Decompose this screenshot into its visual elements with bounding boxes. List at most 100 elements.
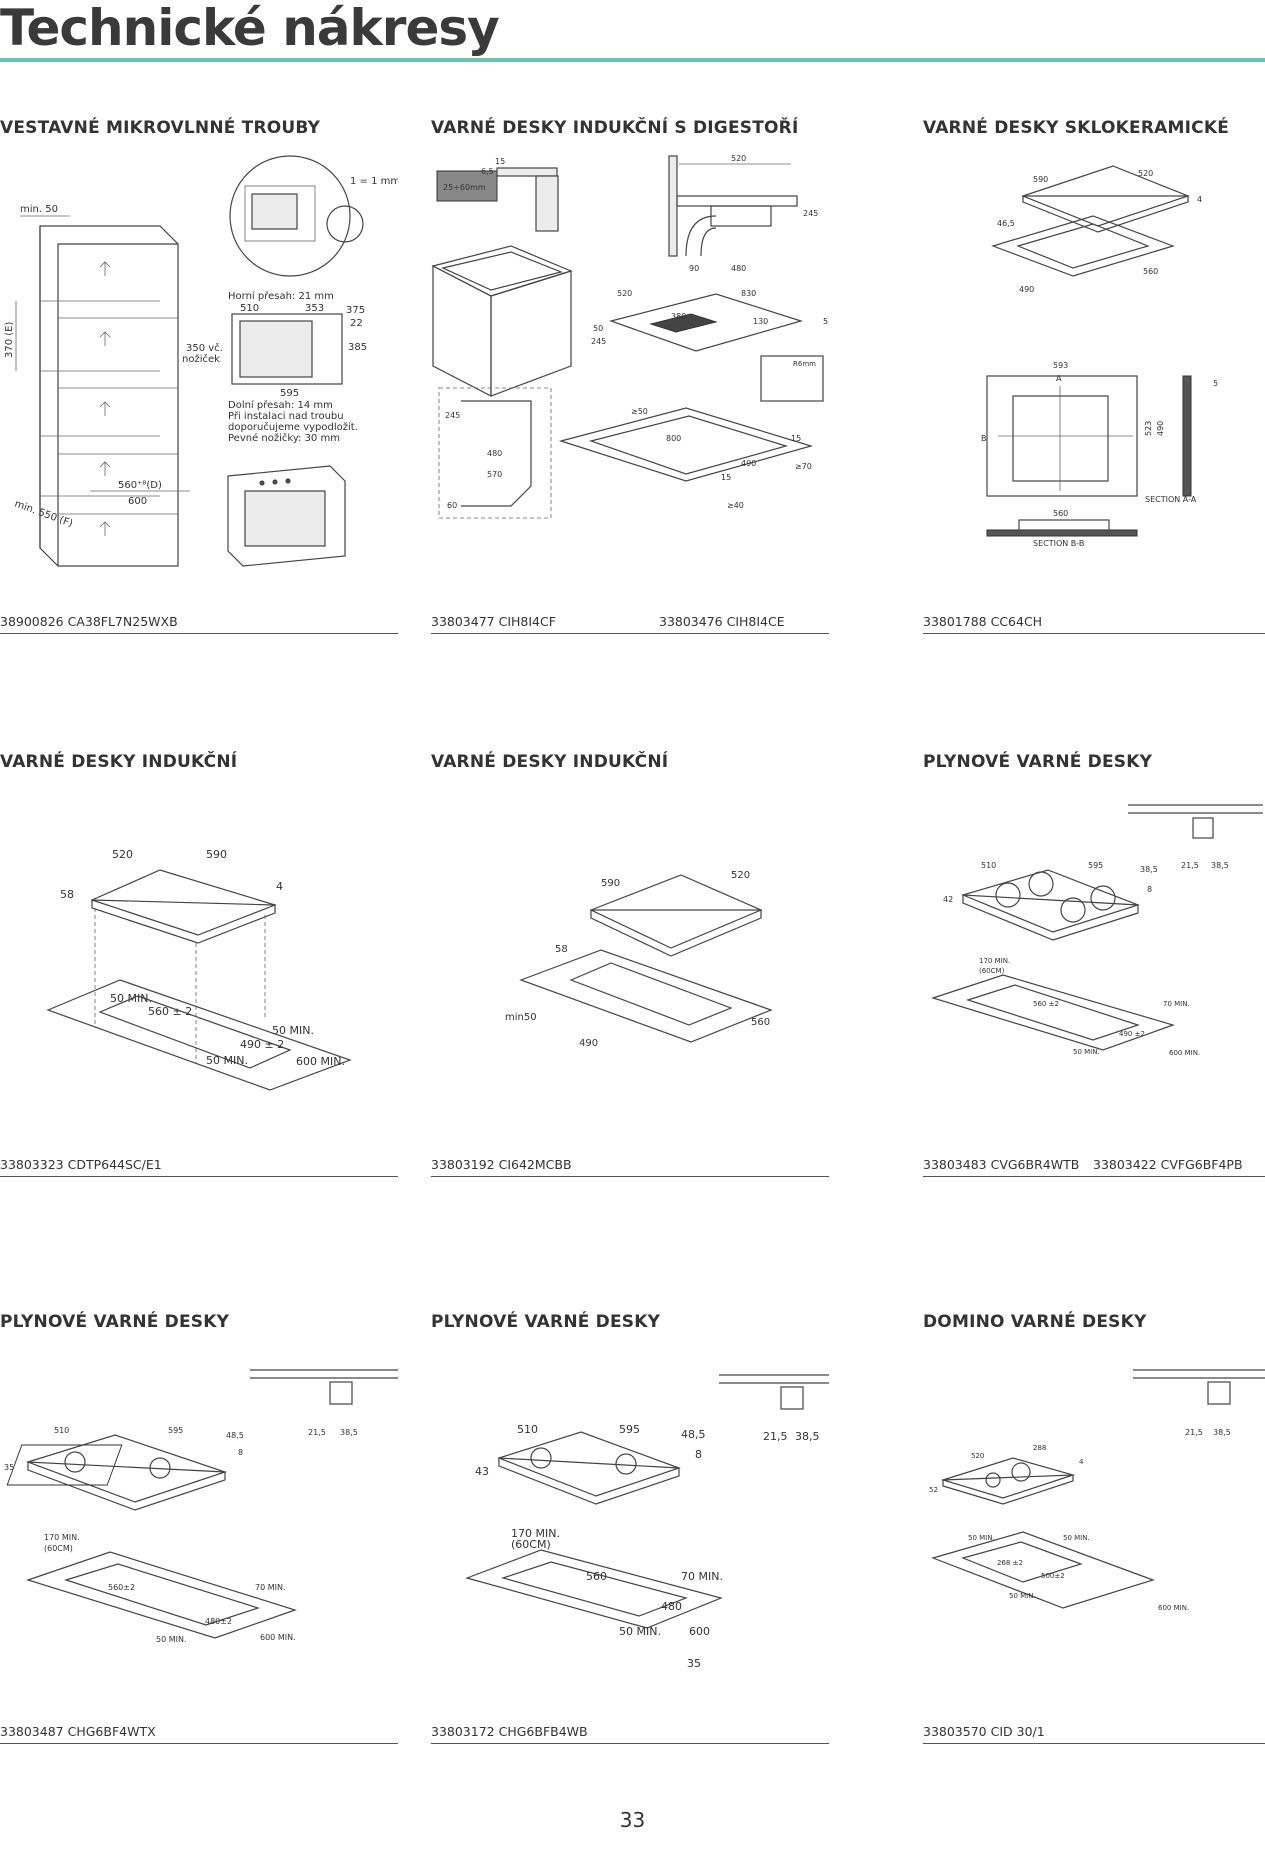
- label: 15: [495, 157, 505, 166]
- product-code: 33803570 CID 30/1: [923, 1724, 1045, 1739]
- product-code: 33803487 CHG6BF4WTX: [0, 1724, 156, 1739]
- microwave-technical-drawing: min. 50 370 (E) 560⁺⁸(D) 600 min. 550 (F…: [4, 155, 398, 567]
- label: 490 ±2: [1119, 1030, 1145, 1038]
- label: 50 MIN.: [206, 1054, 248, 1067]
- label: 21,5: [1181, 861, 1199, 870]
- label: 370 (E): [4, 322, 15, 358]
- label: 50 MIN.: [968, 1534, 995, 1542]
- product-code: 33803192 CI642MCBB: [431, 1157, 572, 1172]
- label: 50 MIN.: [156, 1635, 187, 1644]
- label: 600 MIN.: [260, 1633, 296, 1642]
- label: 70 MIN.: [255, 1583, 286, 1592]
- label: (60CM): [44, 1544, 73, 1553]
- label: 600: [128, 496, 147, 507]
- label: 35: [4, 1463, 14, 1472]
- label: min50: [505, 1012, 537, 1023]
- label: 523: [1144, 421, 1153, 436]
- label: 560: [1053, 509, 1068, 518]
- label: 490: [741, 459, 756, 468]
- label: 268 ±2: [997, 1559, 1023, 1567]
- label: 520: [617, 289, 632, 298]
- label: ≥40: [727, 501, 744, 510]
- label: 595: [280, 388, 299, 399]
- label: 42: [943, 895, 953, 904]
- label: 350 vč.: [186, 342, 223, 354]
- section-heading: PLYNOVÉ VARNÉ DESKY: [923, 752, 1153, 772]
- label: 480: [661, 1600, 682, 1613]
- section-heading: PLYNOVÉ VARNÉ DESKY: [0, 1312, 230, 1332]
- label: 58: [60, 888, 74, 901]
- label: 8: [1147, 885, 1152, 894]
- label: 600 MIN.: [296, 1055, 345, 1068]
- label: 48,5: [226, 1431, 244, 1440]
- label: 8: [238, 1448, 243, 1457]
- label: 510: [240, 303, 259, 314]
- label: 8: [695, 1448, 702, 1461]
- label: 130: [753, 317, 768, 326]
- label: 490 ± 2: [240, 1038, 284, 1051]
- label: (60CM): [511, 1538, 551, 1551]
- label: 510: [54, 1426, 69, 1435]
- label: 245: [591, 337, 606, 346]
- label: 21,5: [763, 1430, 788, 1443]
- label: 490: [1019, 285, 1034, 294]
- label: 21,5: [308, 1428, 326, 1437]
- page-number: 33: [619, 1808, 646, 1832]
- label: 21,5: [1185, 1428, 1203, 1437]
- label: 50: [593, 324, 603, 333]
- label: 600 MIN.: [1158, 1604, 1189, 1612]
- label: 590: [1033, 175, 1048, 184]
- label: 560: [586, 1570, 607, 1583]
- label: 4: [1197, 195, 1202, 204]
- label: 288: [1033, 1444, 1046, 1452]
- label: SECTION B-B: [1033, 539, 1084, 548]
- label: 385: [348, 342, 367, 353]
- label: Pevné nožičky: 30 mm: [228, 432, 340, 444]
- induction-hob-technical-drawing: 520 590 58 4 50 MIN. 560 ± 2 50 MIN. 490…: [46, 848, 352, 1091]
- label: 4: [1079, 1458, 1084, 1466]
- label: 520: [971, 1452, 984, 1460]
- section-glass-ceramic-hobs: VARNÉ DESKY SKLOKERAMICKÉ 590 520 4 46,5…: [923, 118, 1265, 658]
- product-code: 33801788 CC64CH: [923, 614, 1043, 629]
- label: 38,5: [340, 1428, 358, 1437]
- label: min. 50: [20, 204, 58, 215]
- label: Dolní přesah: 14 mm: [228, 399, 333, 411]
- product-code: 33803477 CIH8I4CF: [431, 614, 556, 629]
- label: Při instalaci nad troubu: [228, 410, 344, 422]
- caption-divider: [0, 633, 398, 634]
- title-divider: [0, 58, 1265, 62]
- section-gas-hobs-3: PLYNOVÉ VARNÉ DESKY 21,5 38,5 510 595 48…: [431, 1312, 829, 1852]
- product-code: 33803422 CVFG6BF4PB: [1093, 1157, 1243, 1172]
- label: 5: [823, 317, 828, 326]
- label: 50 MIN.: [110, 992, 152, 1005]
- gas-hob-technical-drawing: 21,5 38,5 510 595 38,5 42 8 170 MIN. (60…: [931, 804, 1263, 1057]
- label: 245: [445, 411, 460, 420]
- label: 170 MIN.: [979, 957, 1010, 965]
- product-code: 33803476 CIH8I4CE: [659, 614, 785, 629]
- product-code: 33803172 CHG6BFB4WB: [431, 1724, 588, 1739]
- section-heading: VESTAVNÉ MIKROVLNNÉ TROUBY: [0, 118, 321, 138]
- label: 595: [168, 1426, 183, 1435]
- label: nožiček: [182, 353, 220, 365]
- section-gas-hobs-1: PLYNOVÉ VARNÉ DESKY 21,5 38,5 510 595 38…: [923, 752, 1265, 1292]
- label: 50 MIN.: [619, 1625, 661, 1638]
- product-code: 33803323 CDTP644SC/E1: [0, 1157, 162, 1172]
- product-code: 33803483 CVG6BR4WTB: [923, 1157, 1080, 1172]
- label: 593: [1053, 361, 1068, 370]
- label: A: [1056, 374, 1062, 383]
- label: 52: [929, 1486, 938, 1494]
- domino-hob-technical-drawing: 21,5 38,5 520 288 4 52 50 MIN. 50 MIN. 2…: [929, 1369, 1265, 1612]
- caption-divider: [431, 1743, 829, 1744]
- label: 480±2: [205, 1617, 232, 1626]
- label: 520: [731, 870, 750, 881]
- label: 48,5: [681, 1428, 706, 1441]
- section-heading: PLYNOVÉ VARNÉ DESKY: [431, 1312, 661, 1332]
- label: 70 MIN.: [1163, 1000, 1190, 1008]
- section-gas-hobs-2: PLYNOVÉ VARNÉ DESKY 21,5 38,5 510 595 48…: [0, 1312, 398, 1852]
- label: 170 MIN.: [511, 1527, 560, 1540]
- label: 60: [447, 501, 457, 510]
- label: 560±2: [108, 1583, 135, 1592]
- label: 560 ± 2: [148, 1005, 192, 1018]
- label: 500±2: [1041, 1572, 1065, 1580]
- label: Horní přesah: 21 mm: [228, 290, 334, 302]
